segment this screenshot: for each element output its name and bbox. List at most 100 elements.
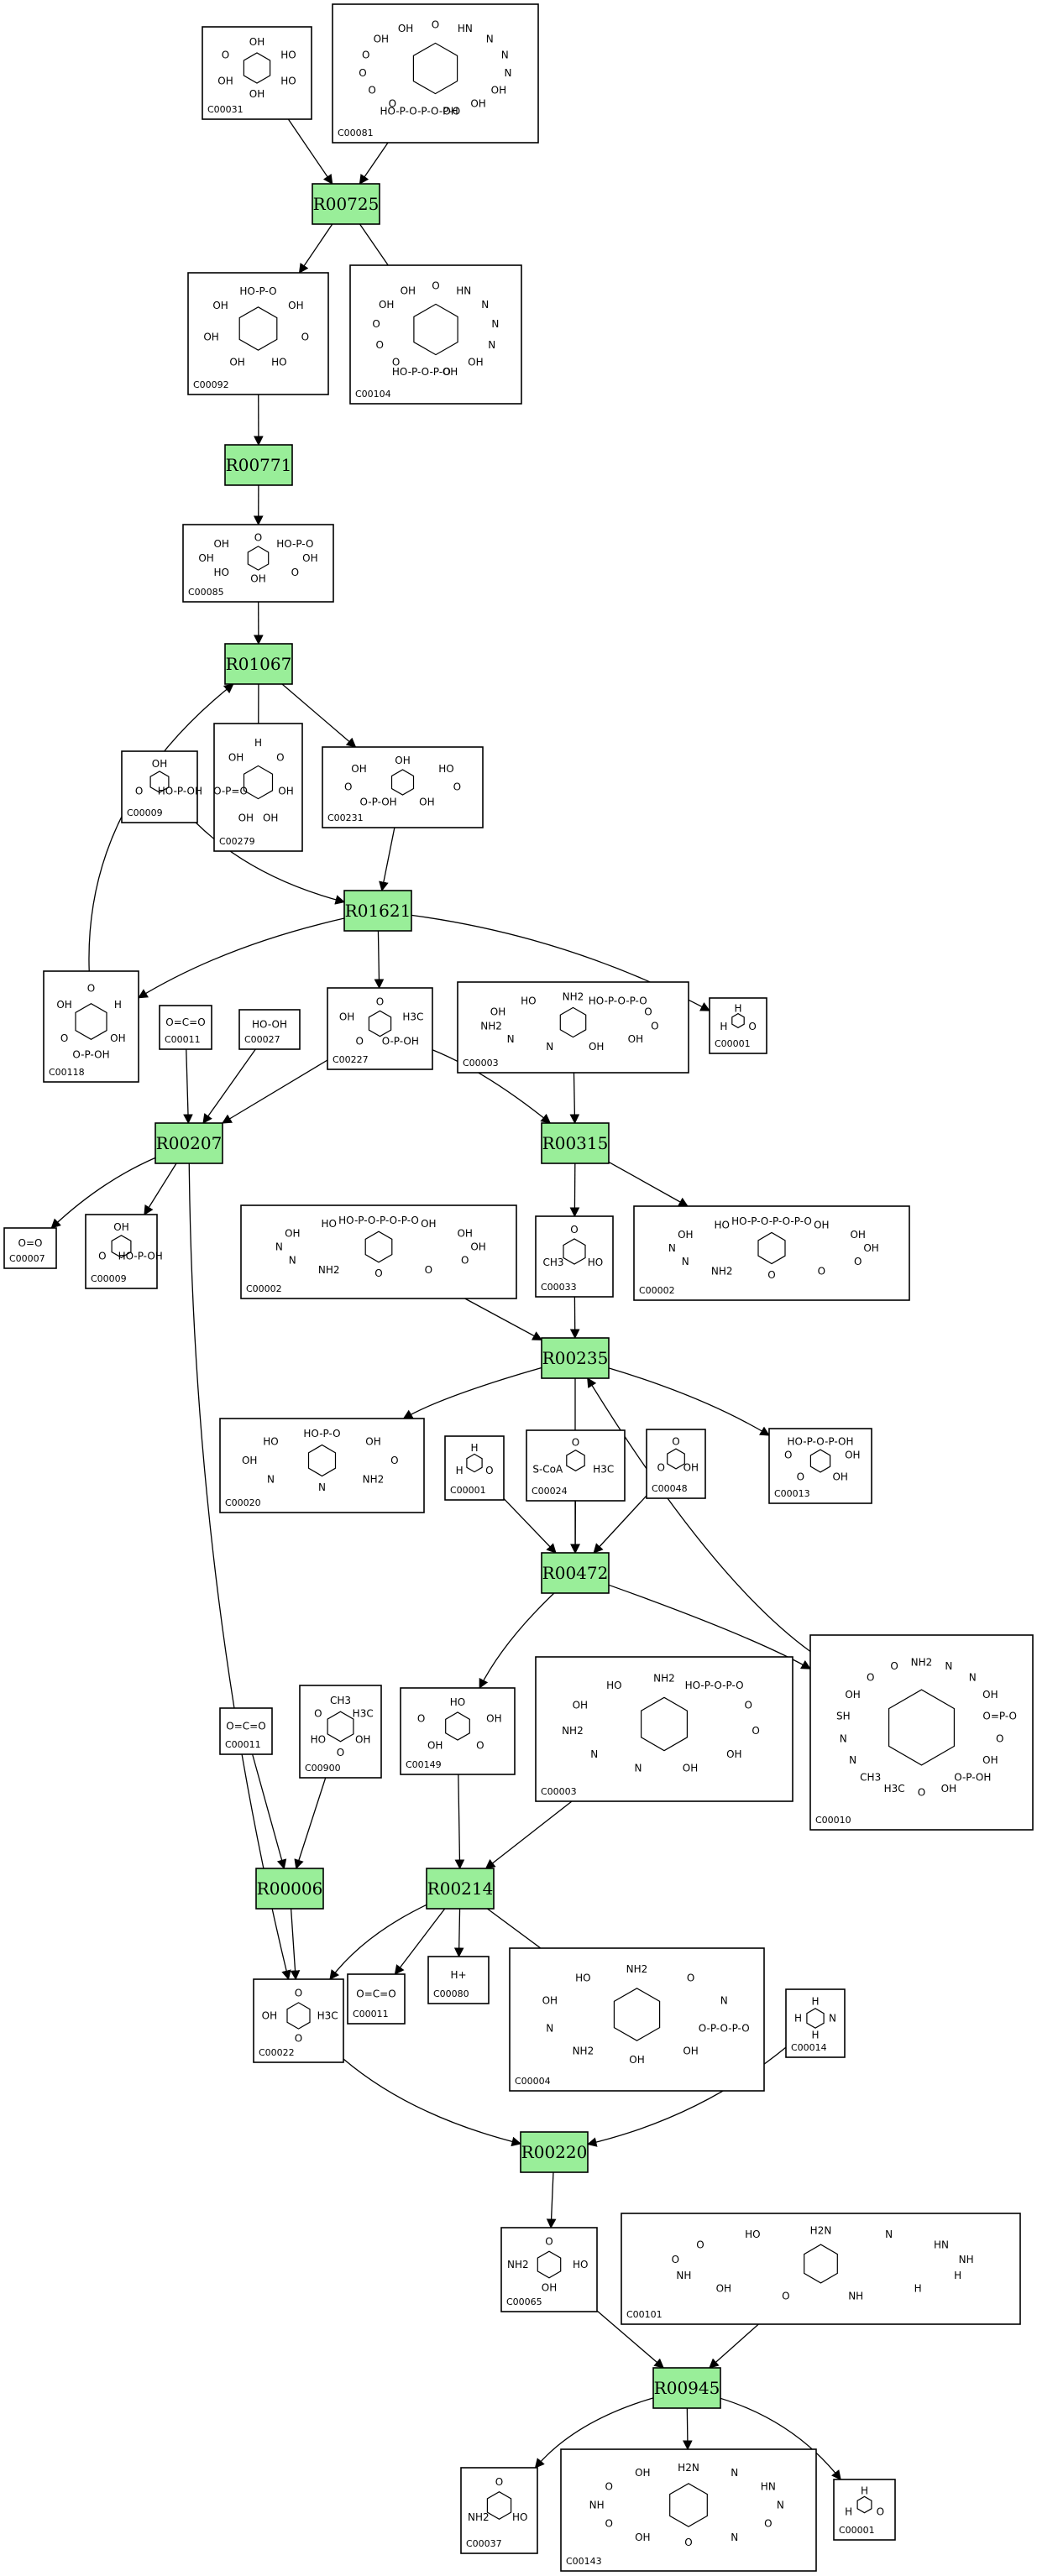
- compound-box[interactable]: [833, 2479, 896, 2541]
- compound-box[interactable]: [460, 2467, 538, 2554]
- compound-box[interactable]: [219, 1707, 273, 1755]
- compound-box[interactable]: [121, 750, 198, 823]
- reaction-box[interactable]: [224, 643, 293, 685]
- compound-box[interactable]: [400, 1687, 516, 1775]
- compound-box[interactable]: [526, 1429, 626, 1502]
- compound-box[interactable]: [349, 264, 522, 405]
- compound-box[interactable]: [785, 1988, 846, 2058]
- compound-box[interactable]: [238, 1009, 301, 1050]
- reaction-box[interactable]: [426, 1868, 495, 1910]
- compound-box[interactable]: [347, 1973, 406, 2025]
- reaction-R00220[interactable]: R00220: [520, 2131, 589, 2173]
- reaction-R00472[interactable]: R00472: [541, 1552, 610, 1594]
- compound-box[interactable]: [219, 1418, 425, 1513]
- compound-box[interactable]: [500, 2227, 598, 2312]
- reaction-R00945[interactable]: R00945: [652, 2367, 721, 2409]
- compound-box[interactable]: [332, 3, 539, 144]
- reaction-box[interactable]: [541, 1122, 610, 1164]
- reaction-R01621[interactable]: R01621: [343, 890, 412, 932]
- reaction-R00207[interactable]: R00207: [155, 1122, 223, 1164]
- reaction-box[interactable]: [541, 1552, 610, 1594]
- compound-box[interactable]: [646, 1429, 706, 1499]
- compound-box[interactable]: [240, 1204, 517, 1299]
- reaction-R00006[interactable]: R00006: [255, 1868, 324, 1910]
- compound-box[interactable]: [187, 272, 329, 395]
- compound-box[interactable]: [621, 2213, 1021, 2325]
- reaction-R00315[interactable]: R00315: [541, 1122, 610, 1164]
- reaction-box[interactable]: [224, 444, 293, 486]
- compound-box[interactable]: [253, 1978, 344, 2063]
- reaction-R00771[interactable]: R00771: [224, 444, 293, 486]
- compound-box[interactable]: [444, 1435, 505, 1501]
- reaction-box[interactable]: [312, 183, 380, 225]
- compound-C00080[interactable]: H+C00080: [427, 1956, 490, 2004]
- reaction-box[interactable]: [520, 2131, 589, 2173]
- compound-box[interactable]: [202, 26, 312, 120]
- reaction-R00725[interactable]: R00725: [312, 183, 380, 225]
- compound-box[interactable]: [768, 1428, 872, 1504]
- compound-box[interactable]: [85, 1214, 158, 1289]
- compound-box[interactable]: [535, 1656, 793, 1802]
- reaction-box[interactable]: [652, 2367, 721, 2409]
- compound-box[interactable]: [457, 981, 689, 1074]
- reaction-box[interactable]: [541, 1337, 610, 1379]
- reaction-R00214[interactable]: R00214: [426, 1868, 495, 1910]
- compound-box[interactable]: [182, 524, 334, 603]
- compound-box[interactable]: [322, 746, 484, 828]
- compound-box[interactable]: [809, 1634, 1034, 1831]
- compound-box[interactable]: [159, 1005, 212, 1050]
- compound-box[interactable]: [3, 1227, 57, 1269]
- reaction-box[interactable]: [255, 1868, 324, 1910]
- compound-box[interactable]: [327, 987, 433, 1070]
- compound-box[interactable]: [535, 1215, 614, 1298]
- compound-box[interactable]: [299, 1685, 382, 1779]
- compound-box[interactable]: [560, 2448, 817, 2572]
- reaction-box[interactable]: [343, 890, 412, 932]
- compound-box[interactable]: [633, 1205, 910, 1301]
- compound-box[interactable]: [709, 997, 767, 1054]
- compound-box[interactable]: [427, 1956, 490, 2004]
- reaction-box[interactable]: [155, 1122, 223, 1164]
- reaction-R01067[interactable]: R01067: [224, 643, 293, 685]
- compound-box[interactable]: [509, 1947, 765, 2092]
- compound-box[interactable]: [213, 723, 303, 852]
- compound-box[interactable]: [43, 970, 139, 1083]
- reaction-R00235[interactable]: R00235: [541, 1337, 610, 1379]
